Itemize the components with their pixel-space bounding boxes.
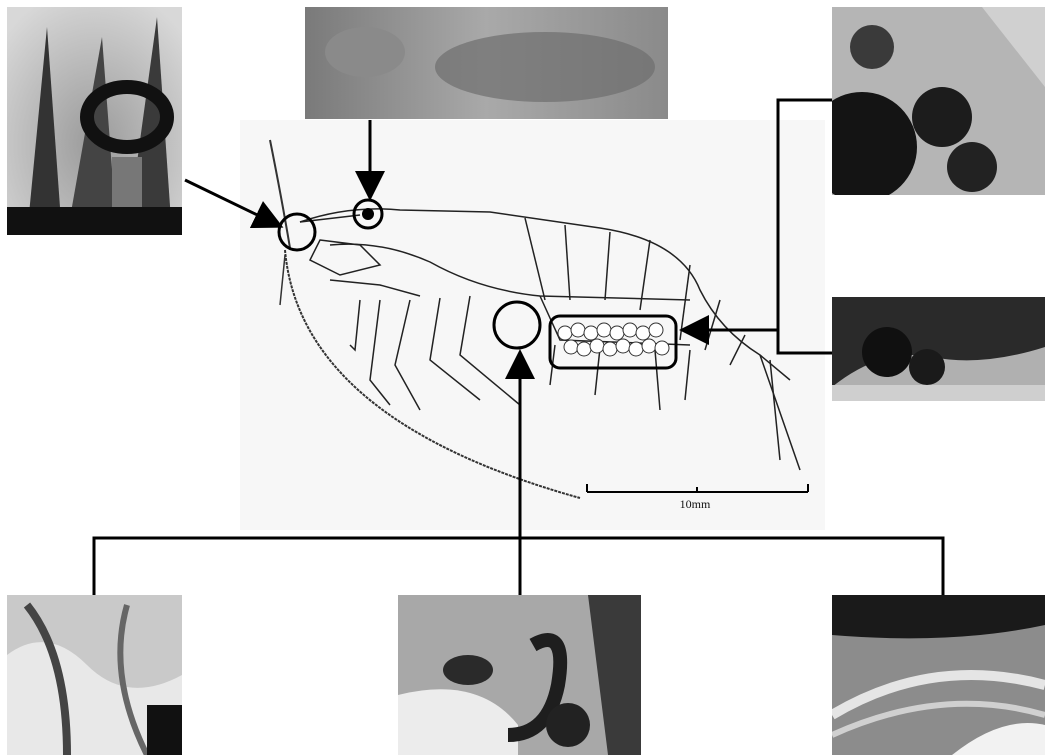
drawing-background	[240, 120, 825, 530]
scale-bar-label: 10mm	[650, 497, 740, 512]
eye-dot	[362, 208, 374, 220]
